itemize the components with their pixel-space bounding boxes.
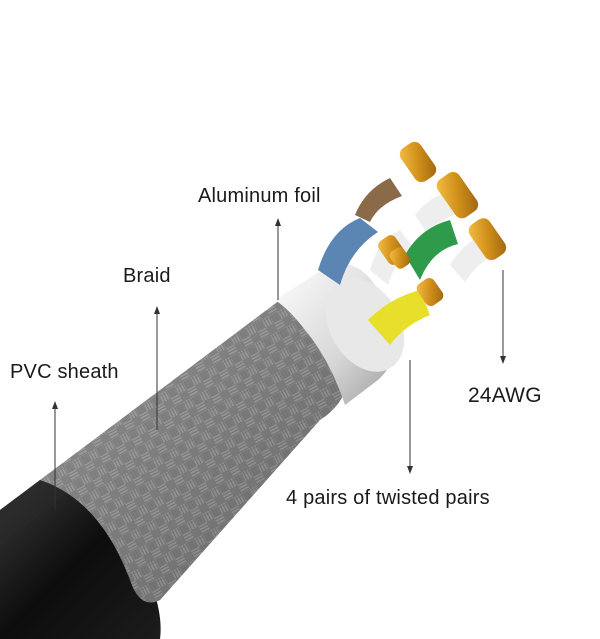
- pvc-sheath-label: PVC sheath: [10, 361, 119, 383]
- aluminum-foil: [275, 263, 405, 405]
- copper-conductors: [378, 141, 507, 307]
- braid-label: Braid: [123, 265, 171, 287]
- twisted-pair-wires: [318, 178, 495, 345]
- awg-arrow-icon: [500, 356, 506, 364]
- pairs-arrow-icon: [407, 466, 413, 474]
- twisted-pairs-label: 4 pairs of twisted pairs: [286, 487, 490, 509]
- leader-lines: [52, 218, 506, 510]
- foil-arrow-icon: [275, 218, 281, 226]
- braid-arrow-icon: [154, 306, 160, 314]
- pvc-arrow-icon: [52, 401, 58, 409]
- gauge-label: 24AWG: [468, 384, 542, 407]
- aluminum-foil-label: Aluminum foil: [198, 185, 321, 207]
- pvc-sheath: [0, 478, 161, 639]
- braid-shield: [40, 298, 350, 603]
